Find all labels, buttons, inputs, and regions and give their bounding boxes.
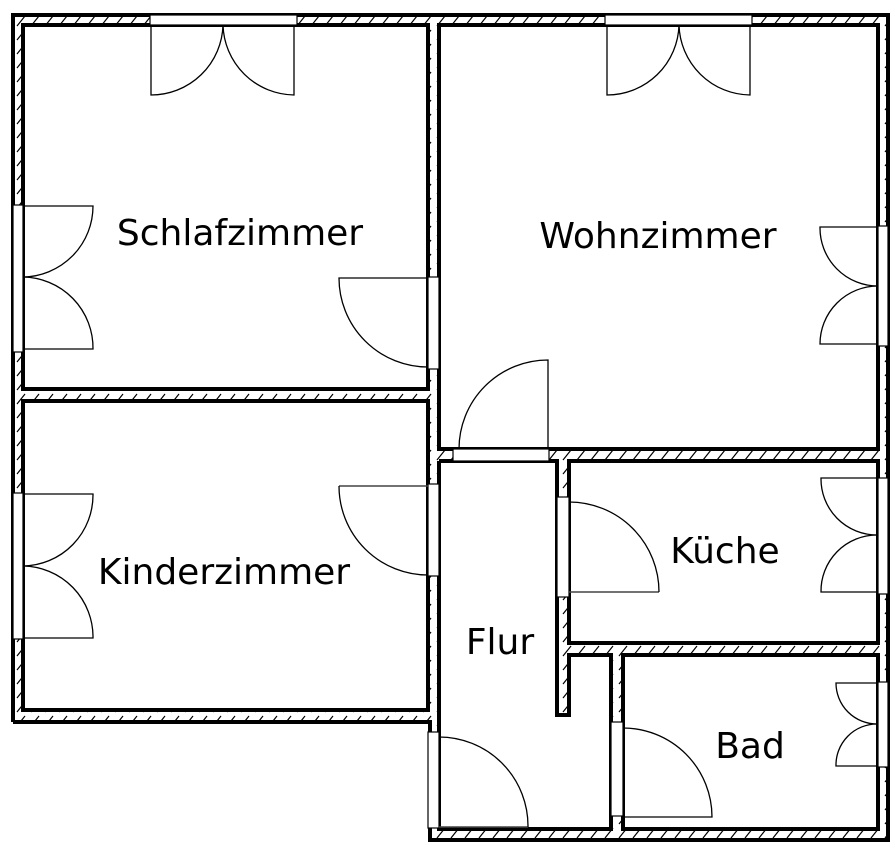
room-labels: Schlafzimmer Wohnzimmer Kinderzimmer Flu… bbox=[98, 213, 785, 767]
window-swing-wohn-right-top bbox=[819, 226, 879, 287]
window-swing-kueche-right-top bbox=[820, 477, 878, 536]
window-schlafzimmer-top bbox=[149, 14, 298, 26]
doorway-wohnzimmer bbox=[452, 448, 550, 462]
wall-kueche-bad bbox=[565, 643, 883, 655]
window-swing-wohn-top-right bbox=[678, 24, 751, 96]
label-flur: Flur bbox=[466, 622, 535, 663]
doorway-schlafzimmer bbox=[427, 276, 440, 370]
openings bbox=[12, 14, 889, 829]
window-swing-kinder-left-top bbox=[22, 493, 94, 567]
window-swing-bad-right-top bbox=[835, 682, 878, 725]
wall-schlaf-kinder bbox=[13, 389, 433, 401]
label-wohnzimmer: Wohnzimmer bbox=[539, 216, 776, 257]
label-bad: Bad bbox=[715, 726, 785, 767]
label-schlafzimmer: Schlafzimmer bbox=[117, 213, 363, 254]
window-schlafzimmer-left bbox=[12, 204, 24, 353]
window-kinderzimmer-left bbox=[12, 492, 24, 640]
window-swing-kueche-right-bottom bbox=[820, 534, 878, 593]
doorway-kinderzimmer bbox=[427, 483, 440, 577]
wall-center bbox=[428, 14, 439, 836]
window-swing-kinder-left-bottom bbox=[22, 565, 94, 639]
doorway-bad bbox=[610, 721, 624, 817]
door-kinderzimmer[interactable] bbox=[338, 485, 429, 576]
window-swing-schlaf-left-bottom bbox=[22, 276, 94, 350]
window-wohnzimmer-right bbox=[877, 225, 889, 347]
door-wohnzimmer[interactable] bbox=[458, 359, 549, 450]
window-swing-wohn-right-bottom bbox=[819, 285, 879, 345]
walls bbox=[11, 14, 890, 841]
label-kinderzimmer: Kinderzimmer bbox=[98, 552, 350, 593]
door-schlafzimmer[interactable] bbox=[338, 277, 429, 368]
window-swing-bad-right-bottom bbox=[835, 723, 878, 767]
schlafzimmer-outline bbox=[21, 23, 430, 391]
window-kueche-right bbox=[877, 477, 889, 595]
door-swings bbox=[22, 24, 879, 828]
door-bad[interactable] bbox=[622, 727, 713, 818]
wall-kinder-bottom bbox=[13, 710, 433, 722]
window-swing-wohn-top-left bbox=[606, 24, 680, 96]
window-swing-schlaf-left-top bbox=[22, 205, 94, 278]
window-swing-schlaf-top-left bbox=[150, 24, 224, 96]
label-kueche: Küche bbox=[670, 531, 779, 572]
wall-top bbox=[13, 14, 883, 25]
outer-outline bbox=[11, 13, 890, 842]
doorway-kueche bbox=[556, 496, 570, 598]
window-bad-right bbox=[877, 681, 889, 768]
wall-wohn-bottom bbox=[439, 449, 884, 461]
window-swing-schlaf-top-right bbox=[222, 24, 295, 96]
door-kueche[interactable] bbox=[568, 501, 660, 593]
doorway-entrance bbox=[427, 731, 440, 829]
door-entrance[interactable] bbox=[438, 736, 529, 828]
window-wohnzimmer-top bbox=[604, 14, 753, 26]
